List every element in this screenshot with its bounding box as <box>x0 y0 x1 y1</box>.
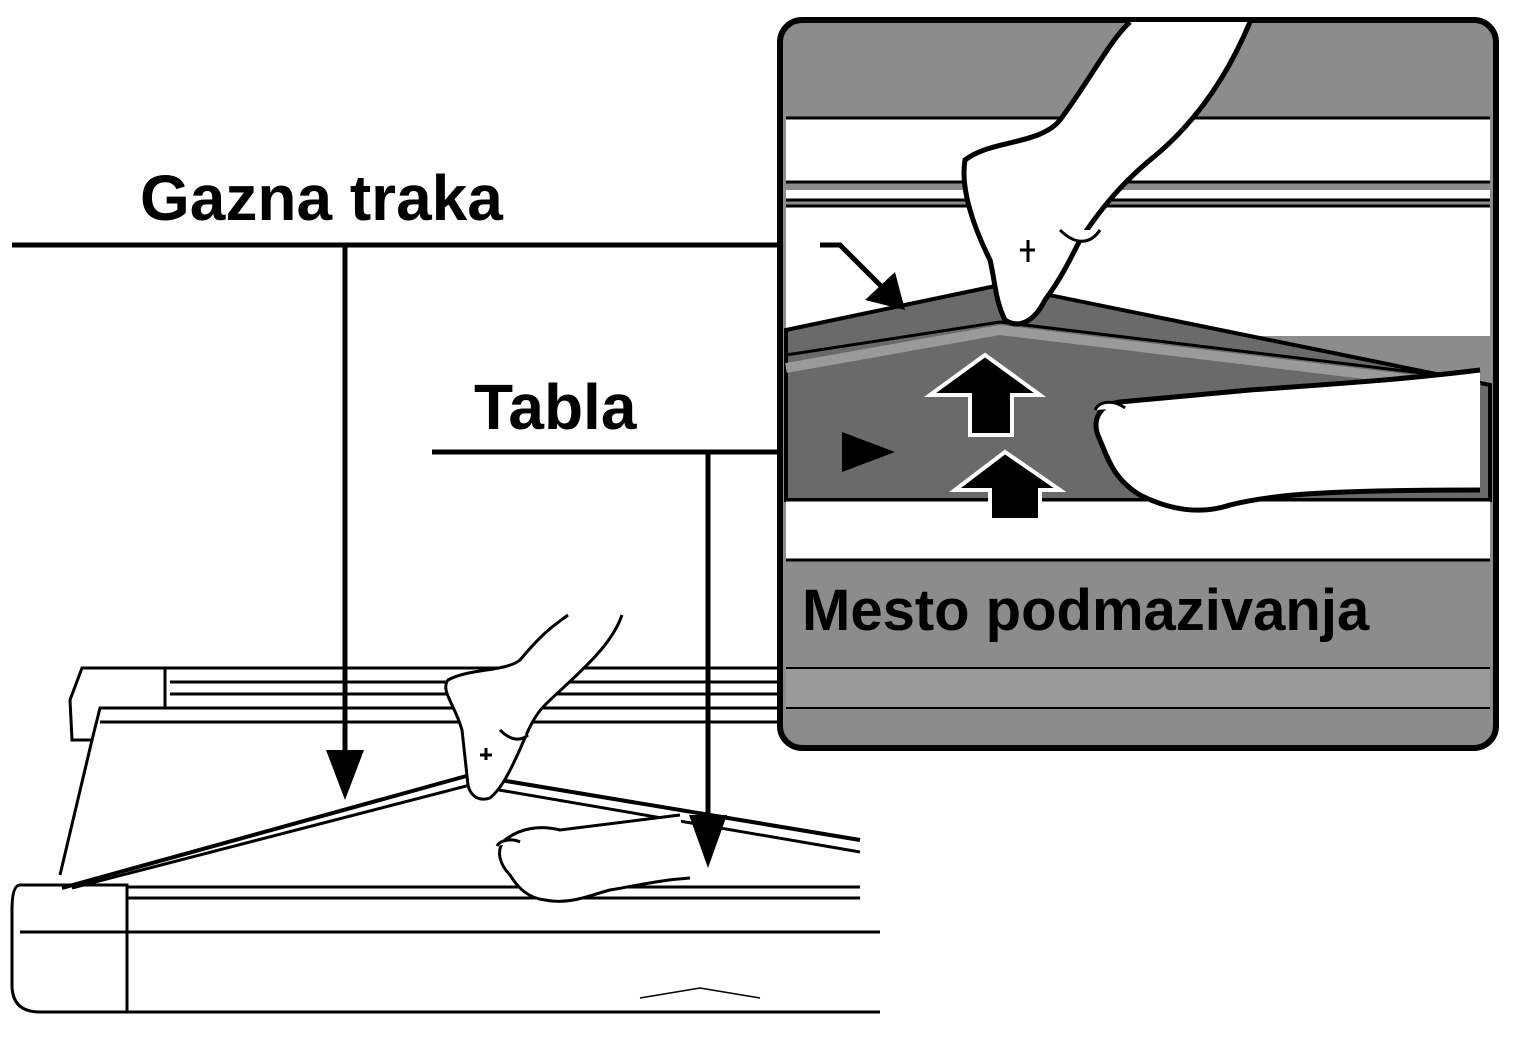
deck-label: Tabla <box>474 371 637 443</box>
arrowheads <box>326 750 727 868</box>
foot-pointing-icon <box>495 813 691 903</box>
up-arrow-icon-upper <box>923 352 1047 437</box>
base-frame <box>10 883 129 1014</box>
deck-down-arrowhead <box>689 815 727 868</box>
belt-pointer-line <box>820 242 892 297</box>
treadmill-illustration <box>10 613 880 1014</box>
hand-lifting-belt-icon <box>444 613 624 801</box>
leader-lines <box>12 242 850 855</box>
deck-pointer-icon <box>842 432 895 472</box>
inset-hand-icon <box>961 20 1253 327</box>
belt-pointer-icon <box>865 272 905 310</box>
inset-detail-panel <box>777 17 1499 751</box>
walking-belt-label: Gazna traka <box>140 162 503 234</box>
rear-end-cap <box>68 666 167 742</box>
inset-pointer-arrows <box>820 242 905 472</box>
lubrication-point-label: Mesto podmazivanja <box>802 578 1370 643</box>
belt-down-arrowhead <box>326 750 364 800</box>
inset-foot-icon <box>1093 367 1481 513</box>
up-arrow-icon-lower <box>949 449 1067 522</box>
